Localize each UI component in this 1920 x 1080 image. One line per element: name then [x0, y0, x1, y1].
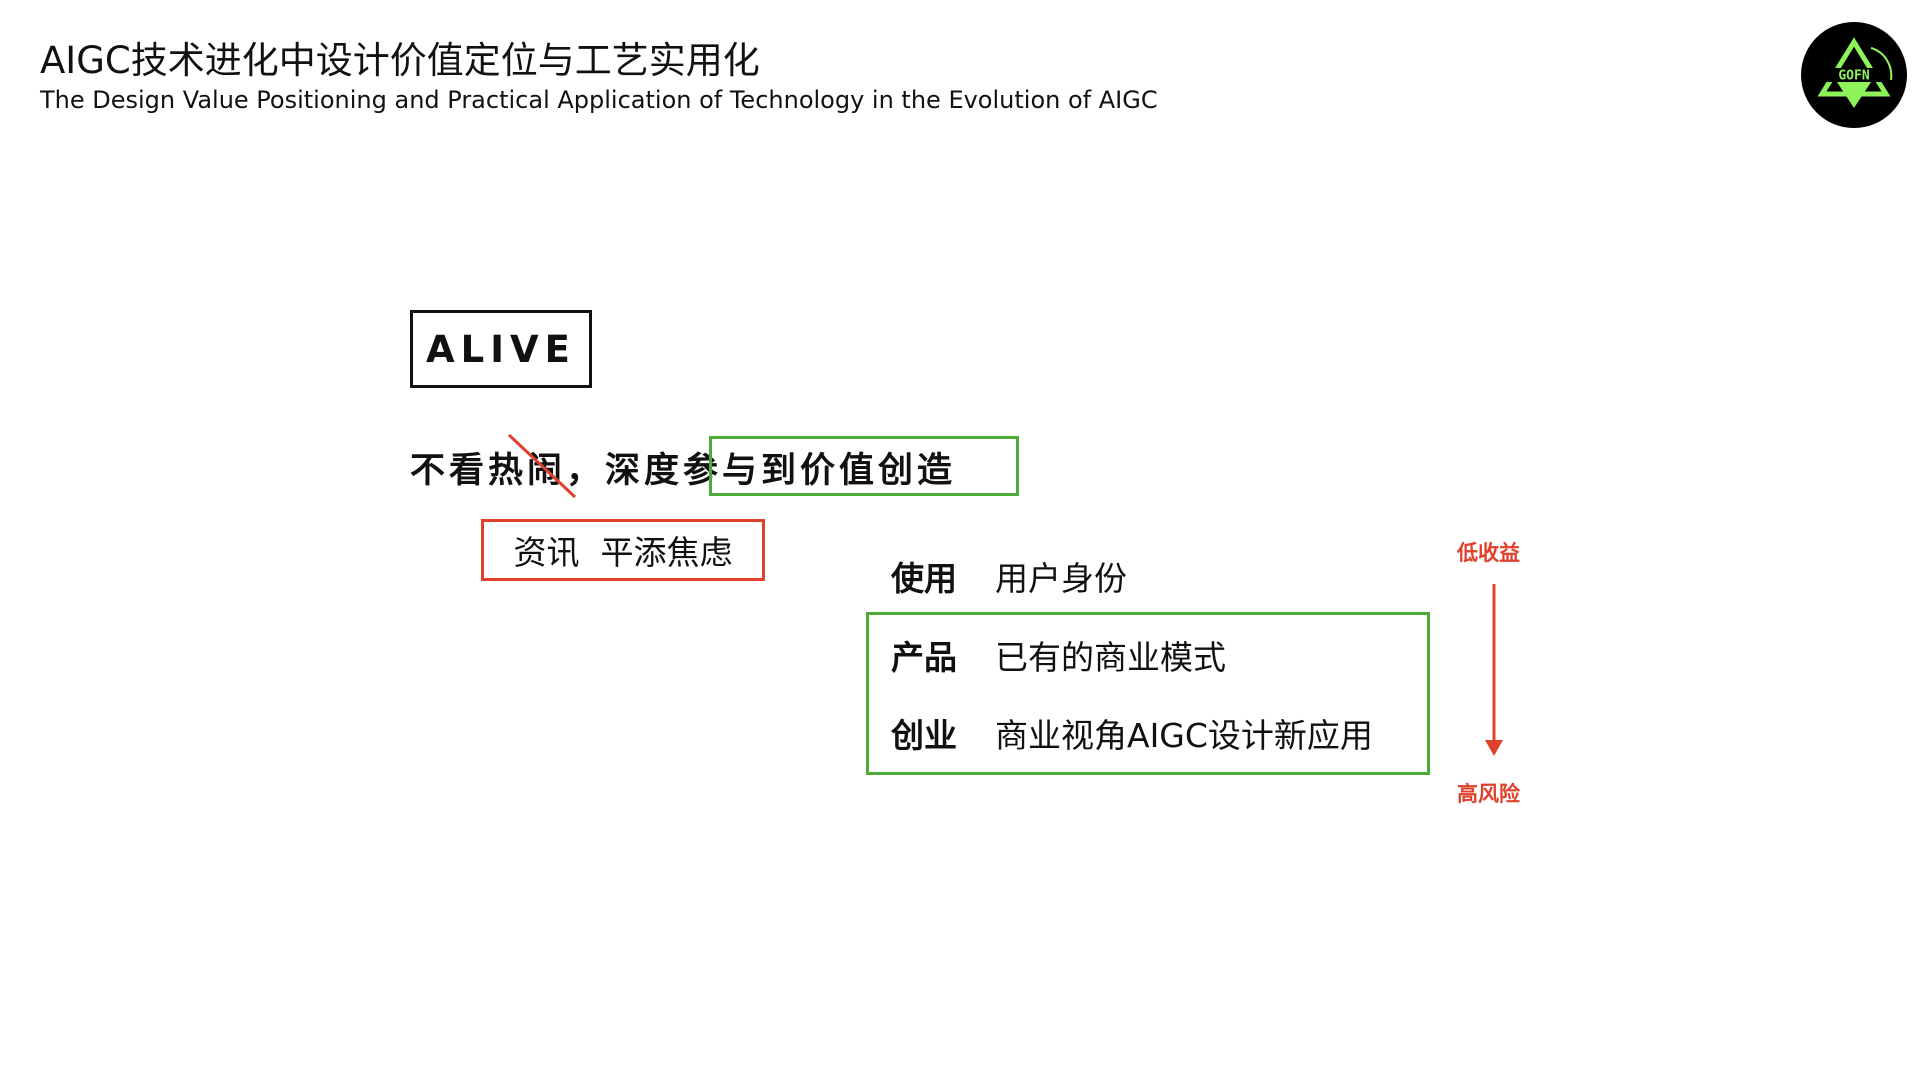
- arrow-down-icon: [1485, 584, 1503, 756]
- svg-text:GOFN: GOFN: [1838, 69, 1869, 84]
- role-value: 已有的商业模式: [995, 638, 1226, 677]
- statement-prefix: 不看热闹，深度: [410, 451, 683, 491]
- statement-highlight: 参与到价值创造: [683, 451, 957, 491]
- risk-axis-top-label: 低收益: [1457, 541, 1520, 565]
- role-key: 创业: [891, 716, 957, 755]
- statement: 不看热闹，深度参与到价值创造: [410, 442, 956, 493]
- highlight-rows-box: [866, 612, 1430, 775]
- alive-badge: ALIVE: [410, 310, 592, 388]
- role-value: 商业视角AIGC设计新应用: [995, 716, 1373, 755]
- role-row-startup: 创业 商业视角AIGC设计新应用: [891, 709, 1373, 757]
- role-value: 用户身份: [995, 559, 1127, 598]
- strike-through-mark: [507, 433, 577, 499]
- risk-axis-bottom-label: 高风险: [1457, 782, 1520, 806]
- role-key: 使用: [891, 559, 957, 598]
- page-subtitle: The Design Value Positioning and Practic…: [40, 86, 1158, 114]
- gofn-logo-icon: GOFN: [1801, 22, 1907, 128]
- alive-label: ALIVE: [426, 327, 576, 371]
- role-row-product: 产品 已有的商业模式: [891, 631, 1226, 679]
- noise-box: 资讯 平添焦虑: [481, 519, 765, 581]
- noise-label: 资讯 平添焦虑: [513, 533, 733, 572]
- role-row-use: 使用 用户身份: [891, 552, 1127, 600]
- role-key: 产品: [891, 638, 957, 677]
- highlight-box: [709, 436, 1019, 496]
- page-title: AIGC技术进化中设计价值定位与工艺实用化: [40, 39, 760, 82]
